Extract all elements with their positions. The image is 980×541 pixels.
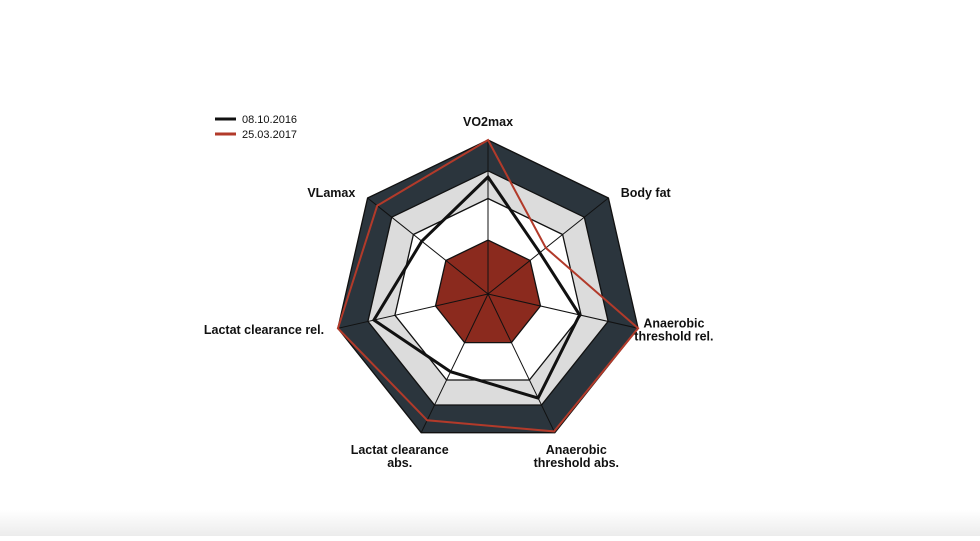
axis-label-0-line-0: VO2max [463,115,513,129]
legend: 08.10.2016 25.03.2017 [215,114,297,141]
axis-label-5-line-0: Lactat clearance rel. [204,323,324,337]
bottom-fade [0,510,980,536]
axis-label-1: Body fat [621,186,672,200]
axis-label-5: Lactat clearance rel. [204,323,324,337]
axis-label-0: VO2max [463,115,513,129]
axis-label-4-line-1: abs. [387,456,412,470]
legend-label-1: 25.03.2017 [242,129,297,141]
axis-label-6: VLamax [307,186,355,200]
axis-label-6-line-0: VLamax [307,186,355,200]
axis-label-4-line-0: Lactat clearance [351,443,449,457]
legend-label-0: 08.10.2016 [242,114,297,126]
axis-label-3-line-1: threshold abs. [534,456,619,470]
axis-label-2-line-0: Anaerobic [643,317,704,331]
axis-label-2-line-1: threshold rel. [634,330,713,344]
axis-label-1-line-0: Body fat [621,186,672,200]
axis-label-3-line-0: Anaerobic [546,443,607,457]
